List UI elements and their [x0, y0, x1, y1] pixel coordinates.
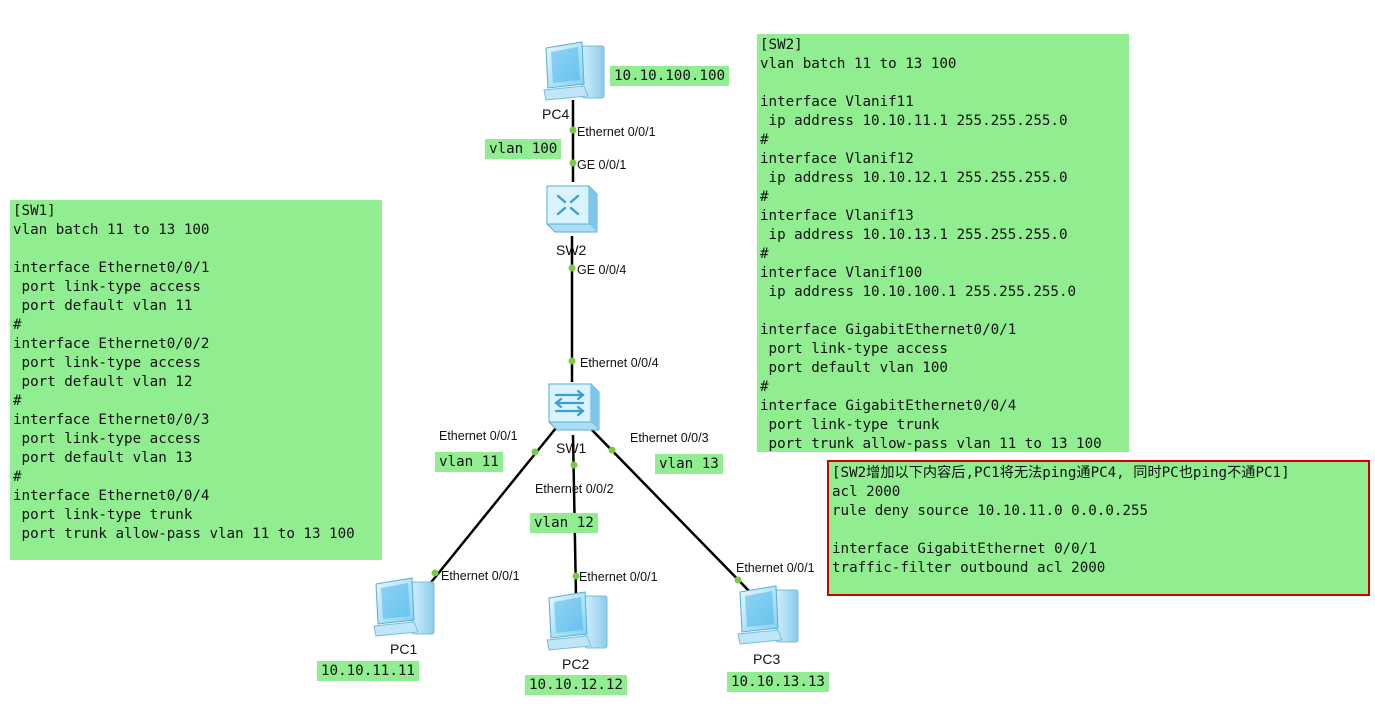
port-label-pc3-e001: Ethernet 0/0/1: [736, 561, 815, 575]
port-dot-pc1-e001: [431, 569, 439, 577]
sw1-label: SW1: [556, 440, 587, 456]
port-dot-sw2-ge004: [568, 264, 576, 272]
link-sw1-pc3: [591, 429, 753, 595]
sw2-label: SW2: [556, 242, 587, 258]
pc4-icon[interactable]: [540, 40, 610, 102]
vlan-tag-11: vlan 11: [435, 452, 503, 472]
ip-tag-pc3: 10.10.13.13: [727, 672, 829, 692]
port-label-sw1-e001: Ethernet 0/0/1: [439, 429, 518, 443]
port-dot-sw1-e004: [568, 357, 576, 365]
port-label-sw2-ge004: GE 0/0/4: [577, 263, 627, 277]
pc1-label: PC1: [390, 641, 418, 657]
port-dot-sw1-e003: [608, 446, 616, 454]
acl-note: [SW2增加以下内容后,PC1将无法ping通PC4, 同时PC也ping不通P…: [827, 460, 1370, 596]
port-label-sw1-e002: Ethernet 0/0/2: [535, 482, 614, 496]
port-dot-sw1-e001: [531, 448, 539, 456]
pc4-label: PC4: [542, 106, 570, 122]
port-label-sw1-e003: Ethernet 0/0/3: [630, 431, 709, 445]
port-label-sw2-ge001: GE 0/0/1: [577, 158, 627, 172]
ip-tag-pc4: 10.10.100.100: [610, 66, 730, 86]
vlan-tag-12: vlan 12: [530, 513, 598, 533]
pc3-icon[interactable]: [734, 584, 804, 646]
port-dot-pc4-e001: [569, 126, 577, 134]
ip-tag-pc1: 10.10.11.11: [317, 661, 419, 681]
port-dot-sw2-ge001: [569, 159, 577, 167]
pc2-label: PC2: [562, 656, 590, 672]
port-label-pc4-e001: Ethernet 0/0/1: [577, 125, 656, 139]
port-label-pc2-e001: Ethernet 0/0/1: [579, 570, 658, 584]
sw2-config-note: [SW2] vlan batch 11 to 13 100 interface …: [757, 34, 1129, 452]
port-dot-pc2-e001: [572, 572, 580, 580]
port-label-sw1-e004: Ethernet 0/0/4: [580, 356, 659, 370]
pc2-icon[interactable]: [543, 590, 613, 652]
ip-tag-pc2: 10.10.12.12: [525, 675, 627, 695]
port-label-pc1-e001: Ethernet 0/0/1: [441, 569, 520, 583]
sw2-icon[interactable]: [541, 182, 599, 237]
sw1-config-note: [SW1] vlan batch 11 to 13 100 interface …: [10, 200, 382, 560]
pc1-icon[interactable]: [370, 576, 440, 638]
sw1-icon[interactable]: [543, 380, 601, 435]
link-sw1-pc1: [419, 427, 557, 597]
vlan-tag-100: vlan 100: [485, 139, 562, 159]
vlan-tag-13: vlan 13: [655, 454, 723, 474]
port-dot-pc3-e001: [734, 576, 742, 584]
port-dot-sw1-e002: [570, 461, 578, 469]
pc3-label: PC3: [753, 651, 781, 667]
